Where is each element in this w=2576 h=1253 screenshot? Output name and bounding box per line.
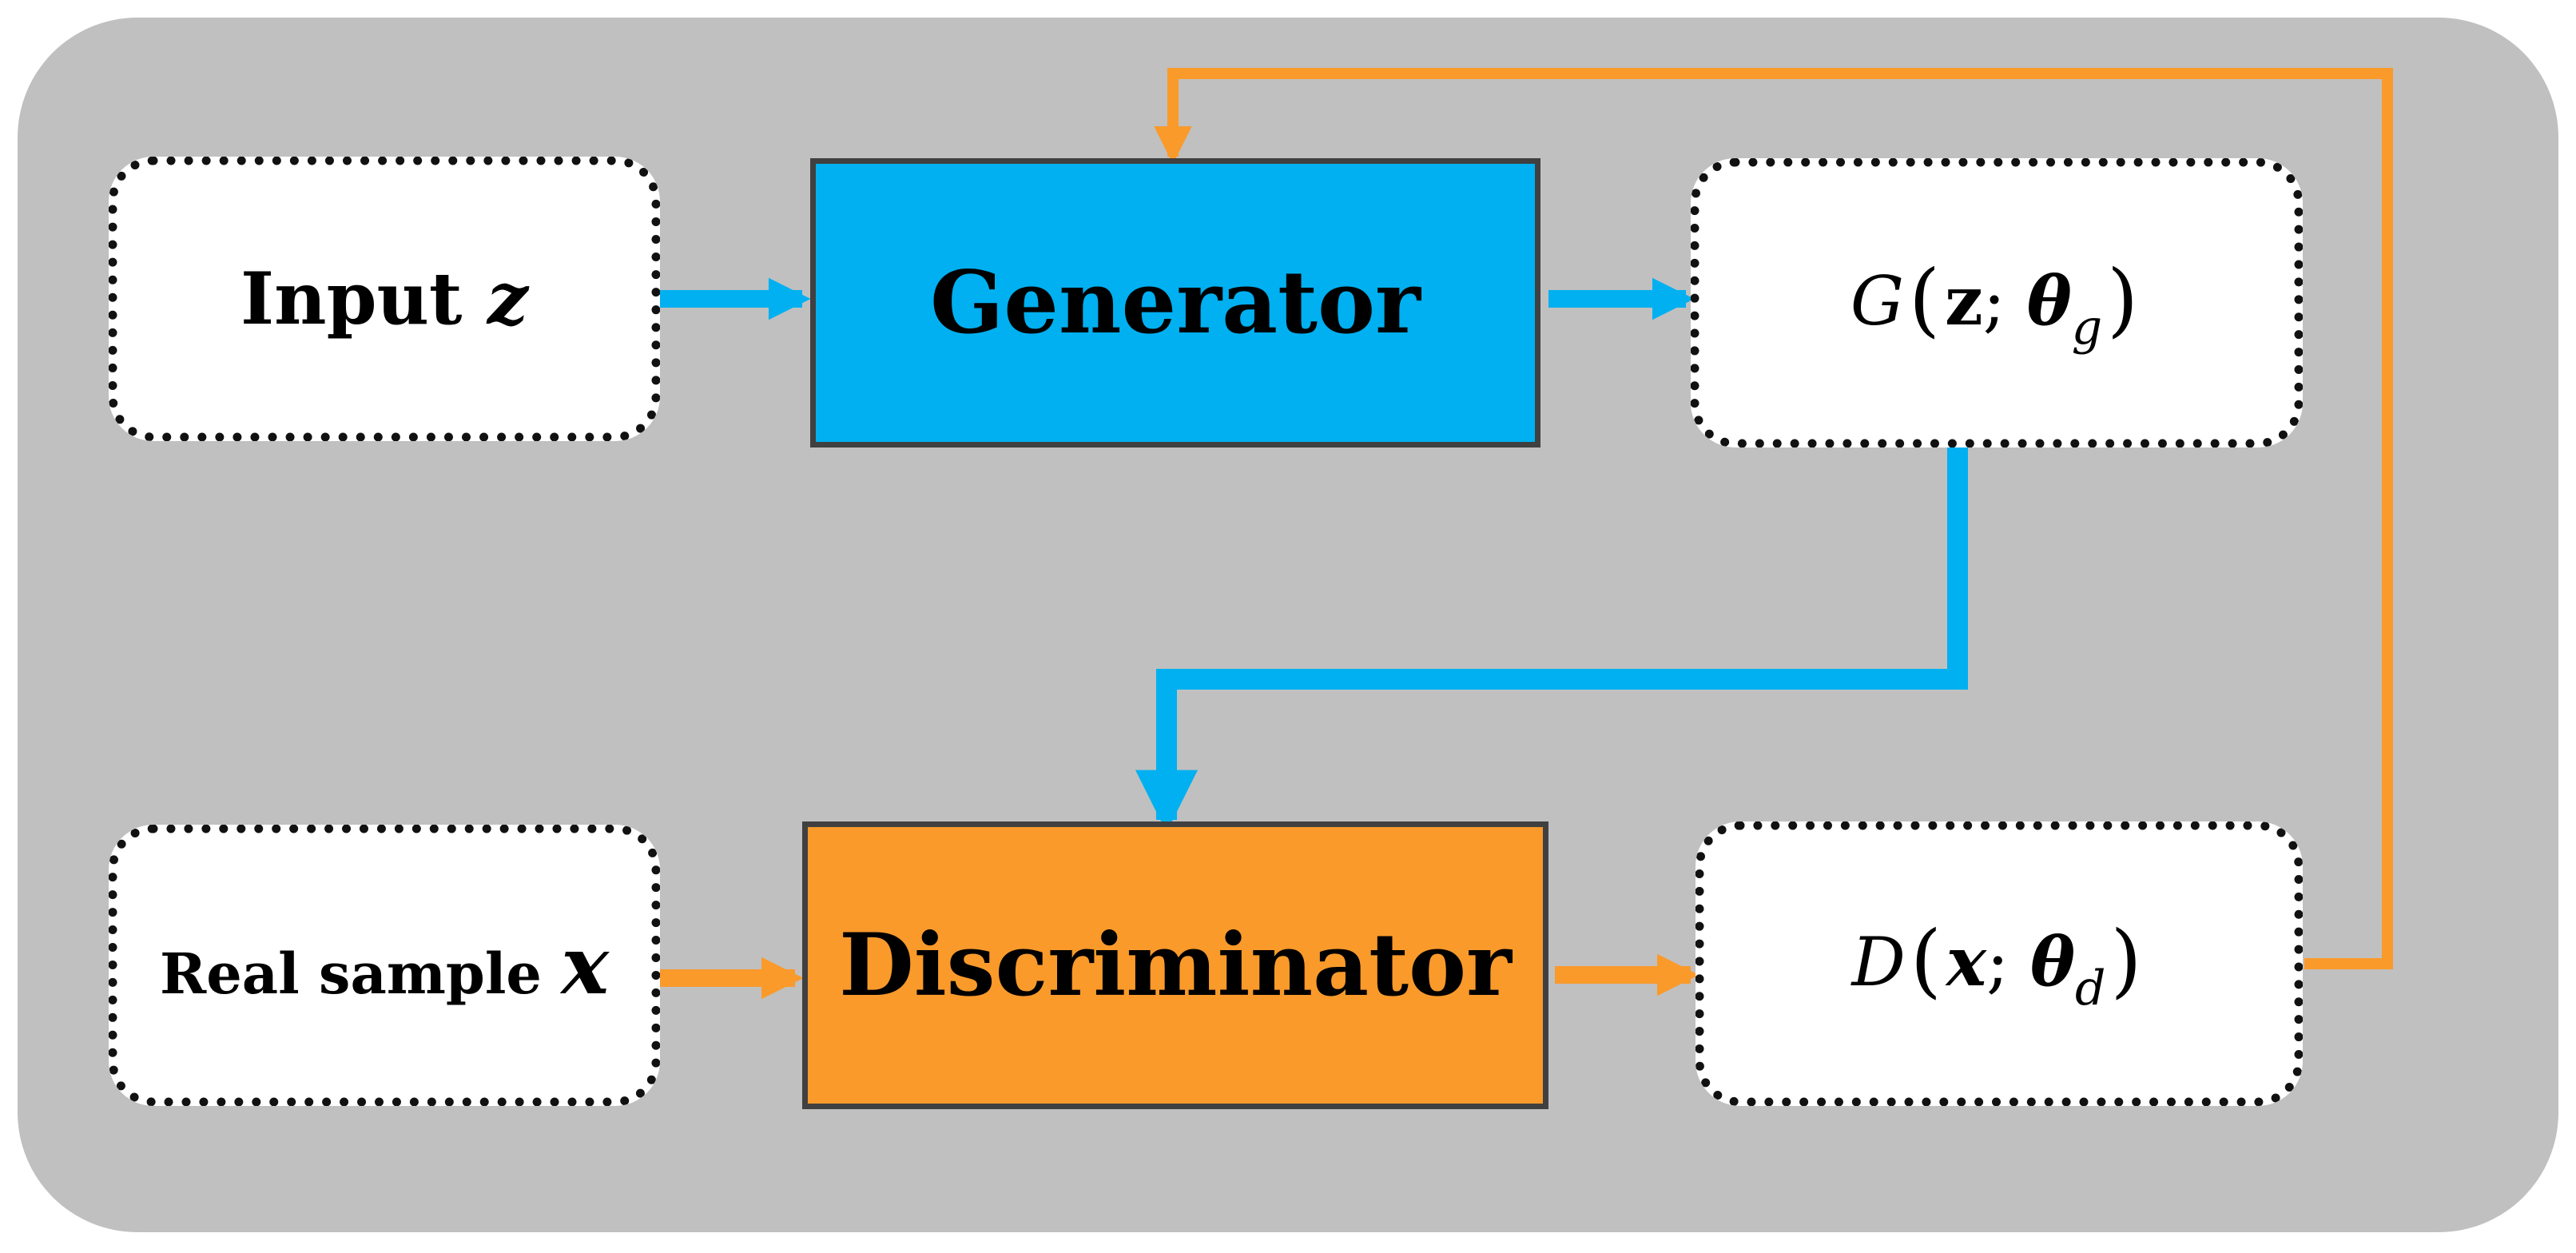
discriminator-parameter-subscript: d <box>2075 961 2106 1016</box>
discriminator-block: Discriminator <box>802 821 1548 1109</box>
generator-label: Generator <box>930 253 1421 353</box>
generator-separator: ; <box>1982 262 2006 340</box>
discriminator-label: Discriminator <box>839 915 1512 1016</box>
generator-parameter-symbol: θ <box>2026 261 2072 340</box>
generator-block: Generator <box>810 158 1540 448</box>
discriminator-function-symbol: D <box>1851 923 1906 1001</box>
discriminator-open-paren: ( <box>1910 913 1942 1007</box>
real-sample-label: Real sample <box>160 941 562 1007</box>
generator-close-paren: ) <box>2107 253 2139 346</box>
feedback-arrow-to-generator <box>1154 68 2393 969</box>
generator-output-formula: G(z; θg) <box>1851 250 2143 356</box>
input-variable: z <box>487 257 528 341</box>
discriminator-output-formula: D(x; θd) <box>1852 911 2147 1016</box>
input-label: Input <box>241 257 487 341</box>
real-sample-node: Real sample x <box>109 825 660 1106</box>
generator-output-node: G(z; θg) <box>1691 158 2303 448</box>
discriminator-separator: ; <box>1986 923 2010 1001</box>
discriminator-close-paren: ) <box>2110 913 2142 1007</box>
generator-input-symbol: z <box>1944 261 1983 340</box>
discriminator-parameter-symbol: θ <box>2030 922 2076 1001</box>
discriminator-output-node: D(x; θd) <box>1695 821 2303 1106</box>
discriminator-input-symbol: x <box>1946 922 1986 1001</box>
real-sample-variable: x <box>561 918 609 1012</box>
generator-open-paren: ( <box>1908 253 1940 346</box>
arrow-generated-to-discriminator <box>1135 448 1968 833</box>
generator-function-symbol: G <box>1850 262 1904 340</box>
generator-parameter-subscript: g <box>2071 300 2103 356</box>
input-node: Input z <box>109 157 660 441</box>
